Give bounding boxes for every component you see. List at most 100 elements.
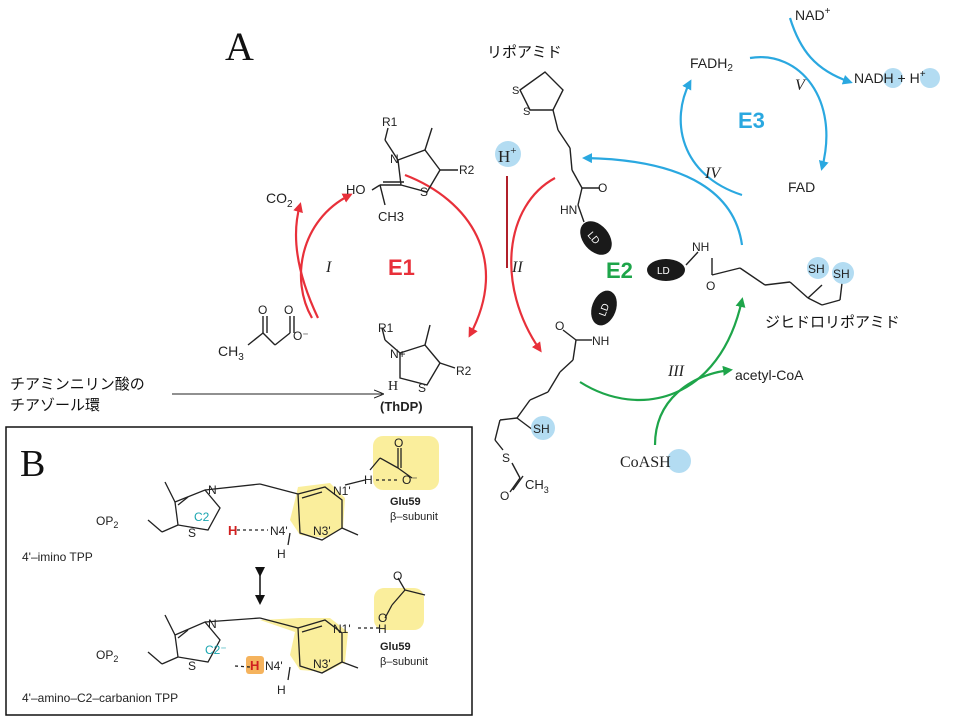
thdp-structure — [381, 324, 456, 386]
carbanion-n-plus: N — [208, 617, 217, 631]
ld-domain-3-label: LD — [598, 302, 613, 318]
pyruvate-o1: O — [258, 303, 267, 317]
step-iii-label: III — [667, 363, 685, 380]
imino-glu59: Glu59 — [390, 496, 421, 508]
acetyl-lipoamide-structure — [494, 329, 592, 493]
acetyl-3: 3 — [544, 485, 549, 495]
e2-arrow-acetylcoa — [653, 365, 733, 446]
acetyl-o: O — [500, 489, 509, 503]
enamine-r2: R2 — [459, 163, 475, 177]
e1-cycle — [293, 173, 556, 353]
lipoamide-label: リポアミド — [487, 43, 562, 61]
imino-c2: C2 — [194, 510, 210, 524]
acetyl-s: S — [502, 451, 510, 465]
acetyl-sh: SH — [533, 422, 550, 436]
e1-arrow-to-e2 — [510, 177, 556, 353]
imino-s: S — [188, 526, 196, 540]
imino-glu-highlight — [373, 436, 439, 490]
pyruvate-o2: O — [284, 303, 293, 317]
imino-n4: N4' — [270, 524, 288, 538]
proton-label: H+ — [498, 145, 517, 166]
nadh-sup: + — [920, 69, 926, 80]
imino-op2: OP2 — [96, 514, 118, 530]
nad-text: NAD — [795, 7, 825, 23]
carbanion-n3: N3' — [313, 657, 331, 671]
coash-label: CoASH — [620, 454, 671, 471]
e2-label: E2 — [606, 258, 633, 283]
h-plus-highlight — [920, 68, 940, 88]
pyruvate-structure — [247, 316, 295, 346]
fad-label: FAD — [788, 179, 815, 195]
e1-arrow-co2 — [293, 202, 319, 319]
carbanion-h-highlight — [246, 656, 264, 674]
co2-text: CO — [266, 190, 287, 206]
lipoamide-hn: HN — [560, 203, 577, 217]
enamine-s: S — [420, 185, 428, 199]
dihydrolipoamide-structure — [685, 251, 843, 306]
imino-op: OP — [96, 514, 113, 528]
carbanion-subunit: β–subunit — [380, 656, 428, 668]
dihydrolipoamide-label: ジヒドロリポアミド — [765, 313, 900, 331]
panel-b-letter: B — [20, 443, 45, 485]
imino-glu-o: O — [394, 436, 403, 450]
carbanion-glu-highlight — [374, 588, 424, 630]
imino-n-plus: N — [208, 483, 217, 497]
dihydrolipoamide-sh-1: SH — [808, 262, 825, 276]
carbanion-n4-h: H — [277, 683, 286, 697]
proton-plus: + — [510, 145, 516, 157]
co2-label: CO2 — [266, 190, 293, 210]
nad-sup: + — [825, 6, 831, 17]
carbanion-h-red: H — [250, 658, 259, 673]
thdp-n-plus: N+ — [390, 347, 406, 361]
carbanion-n1: N1' — [333, 622, 351, 636]
carbanion-s: S — [188, 659, 196, 673]
ld-domain-1 — [580, 221, 612, 255]
e1-label: E1 — [388, 255, 415, 280]
e2-cycle — [579, 297, 746, 446]
carbanion-h-glu: H — [378, 622, 387, 636]
imino-tpp-structure: N C2 S H N4' H N3' N1' H O O⁻ Glu59 β–su… — [22, 436, 439, 564]
e1-arrow-right-down — [404, 173, 487, 338]
pyruvate-3: 3 — [238, 352, 244, 363]
thdp-r2: R2 — [456, 364, 472, 378]
proton-h: H — [498, 147, 510, 166]
thdp-h: H — [388, 379, 398, 394]
acetyl-sh-highlight — [531, 416, 555, 440]
fadh2-label: FADH2 — [690, 55, 733, 74]
carbanion-op-sub: 2 — [113, 654, 118, 664]
carbanion-op2: OP2 — [96, 648, 118, 664]
pyruvate-ch: CH — [218, 343, 238, 359]
fadh2-subscript: 2 — [727, 63, 733, 74]
ld-domain-2-label: LD — [657, 266, 670, 277]
dihydrolipoamide-nh: NH — [692, 240, 709, 254]
carbanion-op: OP — [96, 648, 113, 662]
nad-label: NAD+ — [795, 6, 831, 23]
nadh-text: NADH + H — [854, 70, 920, 86]
fadh2-text: FADH — [690, 55, 727, 71]
e3-arrow-fad-up — [679, 79, 743, 197]
ld-domain-3 — [591, 290, 617, 326]
acetyl-coa-label: acetyl-CoA — [735, 367, 804, 383]
imino-op-sub: 2 — [113, 520, 118, 530]
thdp-s: S — [418, 381, 426, 395]
enamine-ch3: CH3 — [378, 209, 404, 224]
sh-highlight-1 — [807, 257, 829, 279]
imino-tpp-label: 4'–imino TPP — [22, 550, 93, 564]
carbanion-pyrimidine-highlight — [260, 618, 348, 672]
enamine-r1: R1 — [382, 115, 398, 129]
nadh-h-highlight — [883, 68, 903, 88]
dihydrolipoamide-sh-2: SH — [833, 267, 850, 281]
carbanion-glu59: Glu59 — [380, 641, 411, 653]
thiazole-label-line1: チアミンニリン酸の — [10, 375, 145, 393]
e3-cycle — [582, 17, 853, 246]
proton-highlight — [495, 141, 521, 167]
imino-subunit: β–subunit — [390, 511, 438, 523]
e3-arrow-nad — [788, 17, 853, 85]
imino-n1: N1' — [333, 484, 351, 498]
carbanion-n4: N4' — [265, 659, 283, 673]
enamine-ho: HO — [346, 182, 366, 197]
acetyl-nh: NH — [592, 334, 609, 348]
carbanion-tpp-structure: N C2⁻ S H N4' H N3' N1' H O O Glu59 β–su… — [22, 569, 428, 705]
step-iv-label: IV — [704, 165, 722, 182]
